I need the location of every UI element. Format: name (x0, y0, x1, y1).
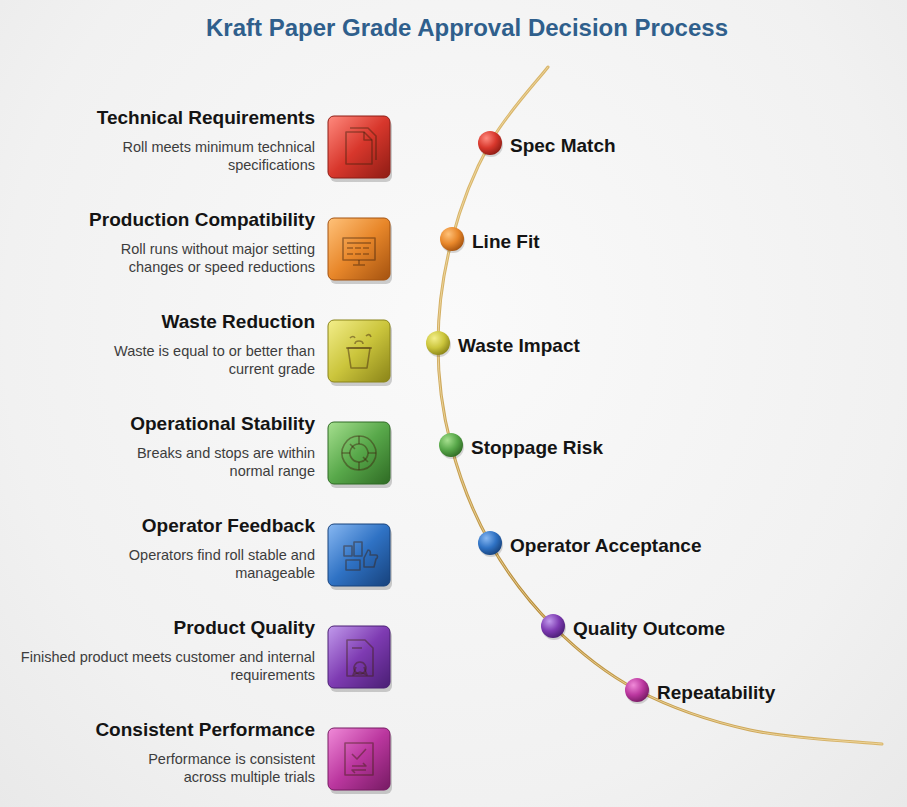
step-text-block: Operational StabilityBreaks and stops ar… (100, 412, 315, 480)
icon-tile (328, 116, 390, 178)
glyph-stroke (346, 132, 372, 164)
step-description: Performance is consistent across multipl… (105, 750, 315, 786)
icon-tile (328, 422, 390, 484)
arc-highlight (438, 67, 882, 744)
bead-label-node: Waste Impact (458, 334, 580, 358)
bead (625, 678, 649, 702)
bead-label-node: Quality Outcome (573, 617, 725, 641)
glyph-stroke (366, 335, 371, 337)
icon-glyph (342, 436, 376, 470)
icon-glyph (344, 542, 378, 570)
step-description: Operators find roll stable and manageabl… (90, 546, 315, 582)
step-description: Breaks and stops are within normal range (100, 444, 315, 480)
bead-label: Line Fit (472, 231, 540, 252)
glyph-stroke (353, 667, 367, 675)
step-heading: Technical Requirements (75, 106, 315, 130)
glyph-stroke (342, 436, 376, 470)
icon-tile (328, 320, 390, 382)
glyph-stroke (347, 242, 371, 244)
step-heading: Production Compatibility (75, 208, 315, 232)
gold-arc (438, 67, 882, 744)
bead-label: Waste Impact (458, 335, 580, 356)
bead-label-node: Stoppage Risk (471, 436, 603, 460)
icons (328, 116, 392, 794)
bead-label-node: Spec Match (510, 134, 616, 158)
glyph-stroke (350, 444, 368, 462)
glyph-stroke (355, 341, 363, 344)
glyph-stroke (354, 542, 362, 556)
step-heading: Operational Stability (100, 412, 315, 436)
glyph-stroke (347, 253, 369, 255)
bead (541, 614, 565, 638)
step-heading: Waste Reduction (75, 310, 315, 334)
step-description: Roll runs without major setting changes … (75, 240, 315, 276)
icon-tile (328, 524, 390, 586)
glyph-stroke (342, 436, 376, 470)
glyph-stroke (350, 128, 376, 160)
bead-label: Quality Outcome (573, 618, 725, 639)
bead (478, 131, 502, 155)
glyph-stroke (364, 550, 378, 567)
icon-tile (328, 626, 390, 688)
glyph-stroke (347, 640, 373, 676)
glyph-stroke (346, 560, 360, 570)
step-heading: Consistent Performance (95, 718, 315, 742)
glyph-stroke (347, 247, 369, 249)
glyph-stroke (352, 749, 366, 759)
bead-label: Spec Match (510, 135, 616, 156)
step-heading: Product Quality (20, 616, 315, 640)
step-description: Finished product meets customer and inte… (20, 648, 315, 684)
icon-glyph (346, 335, 372, 368)
glyph-stroke (344, 546, 352, 556)
step-description: Roll meets minimum technical specificati… (75, 138, 315, 174)
step-text-block: Production CompatibilityRoll runs withou… (75, 208, 315, 276)
icon-glyph (347, 640, 373, 676)
bead-label: Operator Acceptance (510, 535, 701, 556)
step-text-block: Operator FeedbackOperators find roll sta… (90, 514, 315, 582)
glyph-stroke (352, 763, 366, 773)
bead (478, 531, 502, 555)
step-text-block: Technical RequirementsRoll meets minimum… (75, 106, 315, 174)
icon-glyph (345, 743, 373, 775)
step-text-block: Product QualityFinished product meets cu… (20, 616, 315, 684)
glyph-stroke (353, 260, 365, 265)
icon-glyph (343, 238, 375, 265)
bead (439, 433, 463, 457)
glyph-stroke (350, 337, 355, 339)
bead-label-node: Line Fit (472, 230, 540, 254)
glyph-stroke (348, 348, 370, 368)
bead-label: Repeatability (657, 682, 775, 703)
bead-label-node: Repeatability (657, 681, 775, 705)
bead (440, 227, 464, 251)
bead (426, 331, 450, 355)
step-text-block: Consistent PerformancePerformance is con… (95, 718, 315, 786)
glyph-stroke (345, 743, 373, 775)
glyph-stroke (352, 647, 362, 649)
glyph-stroke (343, 238, 375, 260)
title: Kraft Paper Grade Approval Decision Proc… (0, 14, 907, 42)
step-text-block: Waste ReductionWaste is equal to or bett… (75, 310, 315, 378)
glyph-stroke (364, 132, 372, 140)
bead-label-node: Operator Acceptance (510, 534, 701, 558)
step-description: Waste is equal to or better than current… (75, 342, 315, 378)
glyph-stroke (346, 347, 372, 349)
step-heading: Operator Feedback (90, 514, 315, 538)
icon-glyph (346, 128, 376, 164)
icon-tile (328, 218, 390, 280)
icon-tile (328, 728, 390, 790)
bead-label: Stoppage Risk (471, 437, 603, 458)
glyph-stroke (350, 444, 368, 462)
